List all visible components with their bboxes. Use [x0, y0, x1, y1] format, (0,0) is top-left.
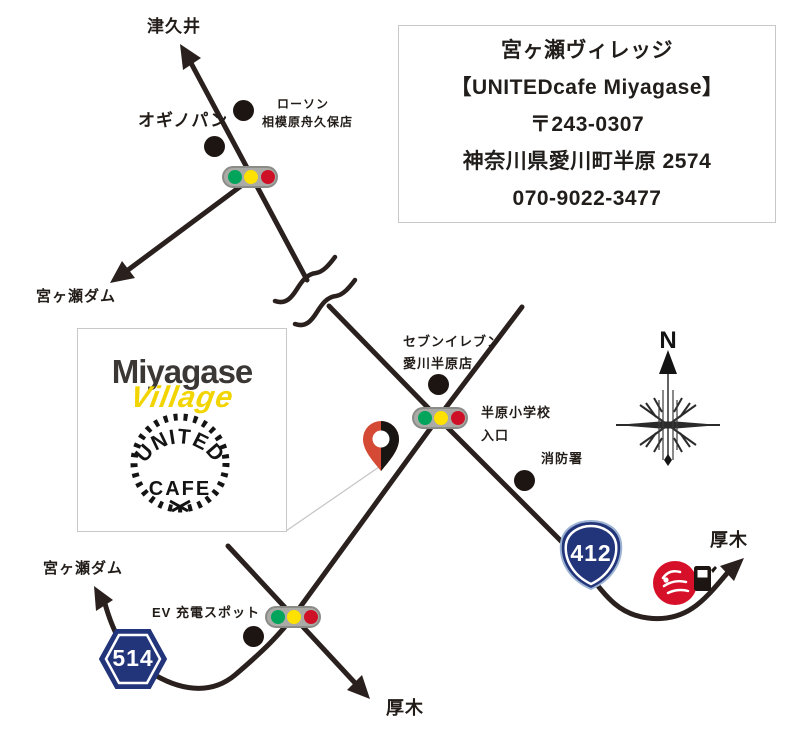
label-lawson-line2: 相模原舟久保店 [262, 115, 354, 129]
label-miyagase-dam-top: 宮ヶ瀬ダム [36, 288, 117, 305]
green-light [228, 170, 242, 184]
yellow-light [287, 610, 301, 624]
info-postal-code: 〒243-0307 [529, 112, 645, 136]
landmark-dot-ev-spot [243, 626, 264, 647]
road-dam-branch [125, 180, 248, 273]
route-shield-412: 412 [558, 518, 624, 592]
logo-title: Miyagase [111, 353, 254, 390]
arrow-dam-top [110, 261, 135, 283]
label-lawson-line1: ローソン [277, 97, 330, 111]
landmark-dot-lawson [233, 100, 254, 121]
info-address: 神奈川県愛川町半原 2574 [462, 149, 712, 173]
red-light [451, 411, 465, 425]
green-light [271, 610, 285, 624]
label-atsugi-bottom: 厚木 [386, 698, 424, 718]
yellow-light [434, 411, 448, 425]
arrow-dam-bottom [94, 586, 113, 611]
landmark-dot-seven-eleven [428, 374, 449, 395]
address-info-box: 宮ヶ瀬ヴィレッジ 【UNITEDcafe Miyagase】 〒243-0307… [398, 25, 776, 223]
yellow-light [244, 170, 258, 184]
gas-station-icon [653, 561, 717, 605]
label-atsugi-right: 厚木 [710, 530, 748, 550]
wreath-text-cafe: CAFE [149, 478, 211, 500]
logo-callout-line [285, 466, 380, 532]
route-shield-514: 514 [98, 624, 168, 694]
label-ev-spot: EV 充電スポット [152, 605, 260, 620]
route-514-sign-shape [98, 629, 168, 689]
landmark-dot-fire-station [514, 470, 535, 491]
route-412-number: 412 [570, 540, 612, 566]
label-seven-eleven-line2: 愛川半原店 [403, 356, 474, 371]
label-school-line2: 入口 [481, 428, 510, 443]
svg-text:UNITED: UNITED [131, 425, 229, 467]
red-light [304, 610, 318, 624]
route-514-number: 514 [112, 645, 154, 671]
destination-pin [363, 421, 399, 471]
arrow-atsugi-bottom [347, 675, 370, 699]
compass-rose: N [616, 327, 720, 466]
red-light [261, 170, 275, 184]
wreath-text-united: UNITED [131, 425, 228, 467]
label-oginopan: オギノパン [138, 111, 229, 130]
logo-box: Miyagase Village UNITED CAFE [77, 328, 287, 532]
compass-n-label: N [659, 327, 676, 354]
info-phone: 070-9022-3477 [512, 186, 662, 210]
road-break-squiggle-2 [292, 277, 358, 328]
info-cafe-name: 【UNITEDcafe Miyagase】 [450, 75, 724, 99]
route-412-sign-shape [559, 519, 623, 591]
road-break-squiggle-1 [272, 254, 338, 305]
label-tsukui: 津久井 [147, 17, 201, 36]
landmark-dot-oginopan [204, 136, 225, 157]
traffic-light-top [222, 166, 278, 188]
green-light [418, 411, 432, 425]
arrow-atsugi-right [720, 558, 744, 581]
label-school-line1: 半原小学校 [481, 405, 552, 420]
fuel-pump-icon [694, 566, 717, 591]
label-miyagase-dam-bottom: 宮ヶ瀬ダム [43, 560, 124, 577]
info-title: 宮ヶ瀬ヴィレッジ [501, 38, 673, 62]
label-seven-eleven-line1: セブンイレブン [403, 334, 502, 349]
united-cafe-wreath-logo: UNITED CAFE [130, 413, 230, 513]
label-fire-station: 消防署 [541, 451, 584, 466]
traffic-light-bottom [265, 606, 321, 628]
laurel-wreath [130, 413, 230, 513]
traffic-light-school-entrance [412, 407, 468, 429]
arrow-tsukui [180, 44, 201, 70]
